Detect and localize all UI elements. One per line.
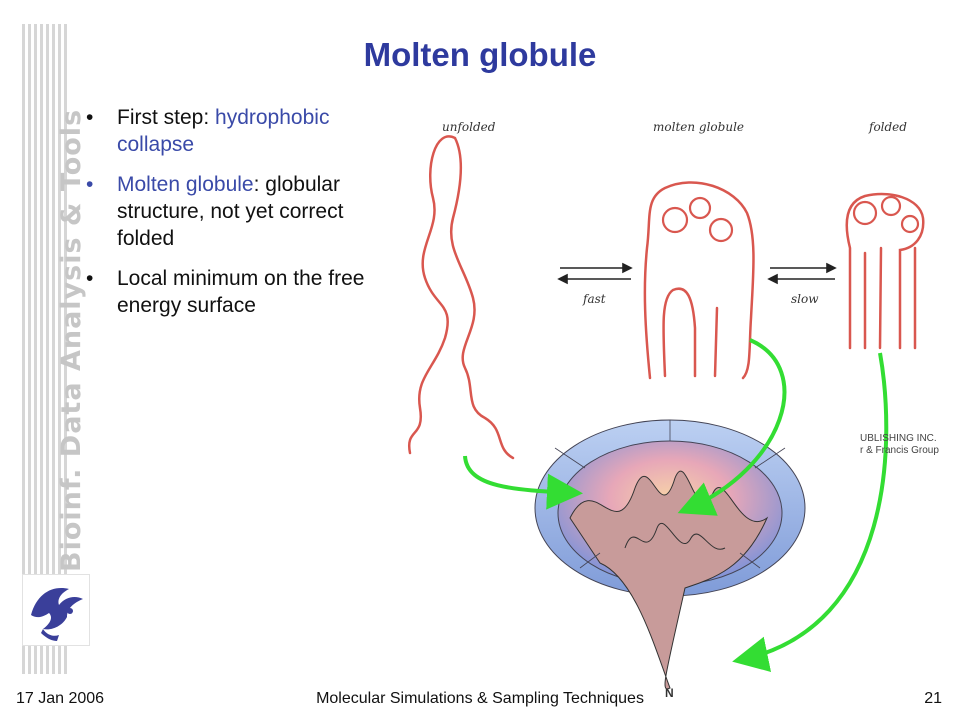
- green-arrow-folded: [732, 352, 889, 672]
- side-brand-text: Bioinf. Data Analysis & Tools: [56, 108, 87, 572]
- bullet-highlight: hydrophobic collapse: [117, 106, 330, 156]
- footer-date: 17 Jan 2006: [16, 690, 105, 707]
- university-logo-icon: [22, 574, 90, 646]
- label-unfolded: unfolded: [442, 120, 496, 134]
- fast-exchange-arrows: [557, 262, 633, 285]
- slide-title: Molten globule: [363, 36, 597, 73]
- green-arrow-unfolded: [463, 455, 583, 510]
- label-molten-globule: molten globule: [653, 120, 745, 134]
- label-fast: fast: [583, 292, 606, 306]
- bullet-text: First step:: [117, 106, 216, 129]
- bullet-text: Local minimum on the free energy surface: [117, 267, 365, 317]
- bullet-molten-globule: Molten globule: globular structure, not …: [86, 171, 386, 252]
- molten-globule-chain: [643, 181, 755, 380]
- folded-chain: [845, 192, 925, 350]
- slow-exchange-arrows: [767, 262, 837, 285]
- side-decoration: [22, 24, 70, 674]
- bullet-first-step: First step: hydrophobic collapse: [86, 104, 386, 158]
- unfolded-chain: [407, 135, 515, 460]
- publisher-line-1: UBLISHING INC.: [860, 433, 937, 444]
- bullet-text: : globular structure, not yet correct fo…: [117, 173, 344, 250]
- bullet-list: First step: hydrophobic collapse Molten …: [86, 104, 386, 332]
- bullet-local-minimum: Local minimum on the free energy surface: [86, 265, 386, 319]
- label-native-state: N: [665, 686, 674, 700]
- green-arrow-molten: [677, 338, 787, 516]
- folding-illustration: [407, 135, 925, 690]
- footer-page-number: 21: [924, 690, 942, 707]
- publisher-line-2: r & Francis Group: [860, 445, 939, 456]
- publisher-credit: UBLISHING INC. r & Francis Group: [860, 433, 939, 457]
- footer-course: Molecular Simulations & Sampling Techniq…: [316, 690, 644, 707]
- label-slow: slow: [791, 292, 819, 306]
- label-folded: folded: [869, 120, 907, 134]
- folding-figure: unfolded molten globule folded fast slow…: [395, 108, 960, 708]
- energy-funnel: [534, 419, 806, 690]
- bullet-highlight: Molten globule: [117, 173, 254, 196]
